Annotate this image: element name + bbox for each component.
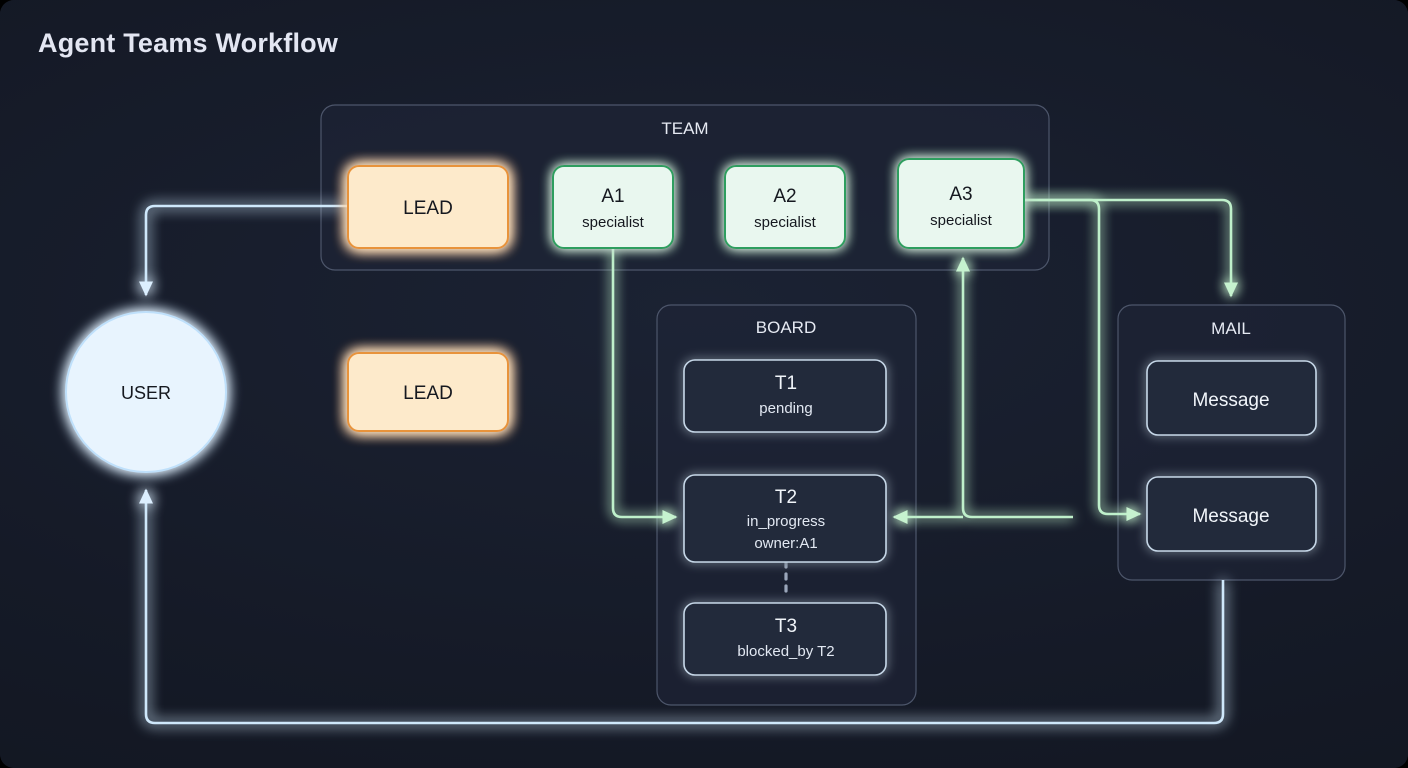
node-label-a2: A2	[773, 186, 796, 207]
node-label-user: USER	[121, 383, 171, 403]
node-lead-team[interactable]: LEAD	[347, 165, 509, 249]
node-label-a1: A1	[601, 186, 624, 207]
node-status-t3: blocked_by T2	[737, 643, 834, 660]
edge-a3-to-msg2	[1024, 198, 1142, 522]
node-lead-main[interactable]: LEAD	[347, 352, 509, 432]
node-t1[interactable]: T1 pending	[683, 359, 887, 433]
page-title: Agent Teams Workflow	[38, 28, 339, 58]
node-label-t2: T2	[775, 487, 797, 508]
node-status-t1: pending	[759, 400, 812, 417]
group-label-board: BOARD	[756, 318, 816, 337]
node-a3[interactable]: A3 specialist	[897, 158, 1025, 249]
node-owner-t2: owner:A1	[754, 535, 817, 552]
node-label-t3: T3	[775, 616, 797, 637]
edge-leadteam-to-user	[138, 204, 348, 297]
edge-mail-to-user	[138, 488, 1225, 725]
node-msg1[interactable]: Message	[1146, 360, 1317, 436]
group-label-team: TEAM	[661, 119, 708, 138]
node-status-t2: in_progress	[747, 513, 825, 530]
node-sub-a3: specialist	[930, 212, 993, 229]
node-label-lead-team: LEAD	[403, 198, 453, 219]
node-label-msg1: Message	[1192, 390, 1269, 411]
node-label-t1: T1	[775, 373, 797, 394]
node-user[interactable]: USER	[65, 311, 227, 473]
node-t3[interactable]: T3 blocked_by T2	[683, 602, 887, 676]
node-a1[interactable]: A1 specialist	[552, 165, 674, 249]
node-sub-a1: specialist	[582, 214, 645, 231]
node-t2[interactable]: T2 in_progress owner:A1	[683, 474, 887, 563]
node-sub-a2: specialist	[754, 214, 817, 231]
node-label-lead-main: LEAD	[403, 383, 453, 404]
node-label-msg2: Message	[1192, 506, 1269, 527]
edge-a3-to-mail	[1024, 198, 1239, 298]
edge-a1-to-t2	[611, 248, 678, 525]
edge-t2-to-a3	[892, 256, 1073, 525]
node-a2[interactable]: A2 specialist	[724, 165, 846, 249]
node-msg2[interactable]: Message	[1146, 476, 1317, 552]
node-label-a3: A3	[949, 184, 972, 205]
group-label-mail: MAIL	[1211, 319, 1251, 338]
